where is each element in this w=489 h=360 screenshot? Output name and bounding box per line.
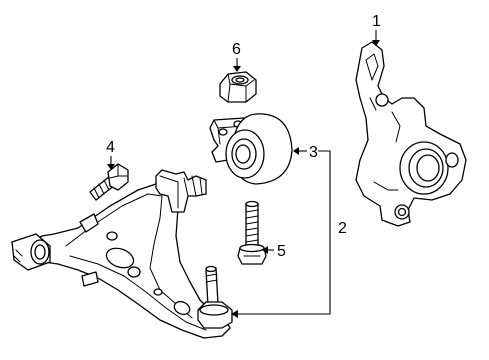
flange-bolt — [237, 200, 267, 265]
callout-5: 5 — [277, 243, 286, 260]
nut — [219, 71, 257, 103]
bolt — [89, 163, 129, 201]
callout-2: 2 — [338, 220, 347, 237]
bushing — [209, 113, 293, 185]
lower-control-arm — [11, 169, 233, 339]
steering-knuckle — [355, 41, 467, 227]
callout-3: 3 — [309, 144, 318, 161]
callout-4: 4 — [106, 139, 115, 156]
callout-1: 1 — [372, 13, 381, 30]
leader-lines — [107, 30, 380, 318]
callout-6: 6 — [232, 41, 241, 58]
